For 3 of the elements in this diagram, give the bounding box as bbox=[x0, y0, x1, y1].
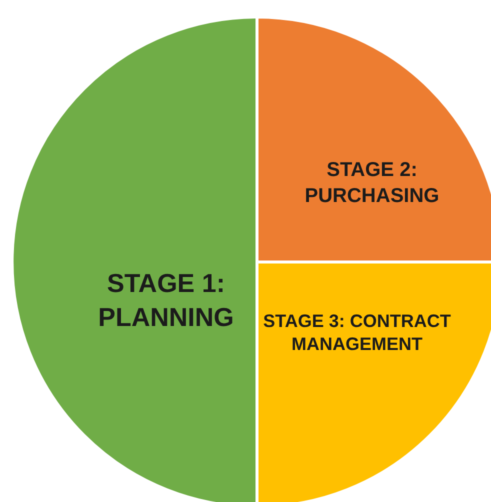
stage-label: STAGE 3: CONTRACT MANAGEMENT bbox=[262, 310, 452, 356]
stage-label: STAGE 2: PURCHASING bbox=[304, 158, 440, 209]
stage-label: STAGE 1: PLANNING bbox=[97, 267, 235, 334]
